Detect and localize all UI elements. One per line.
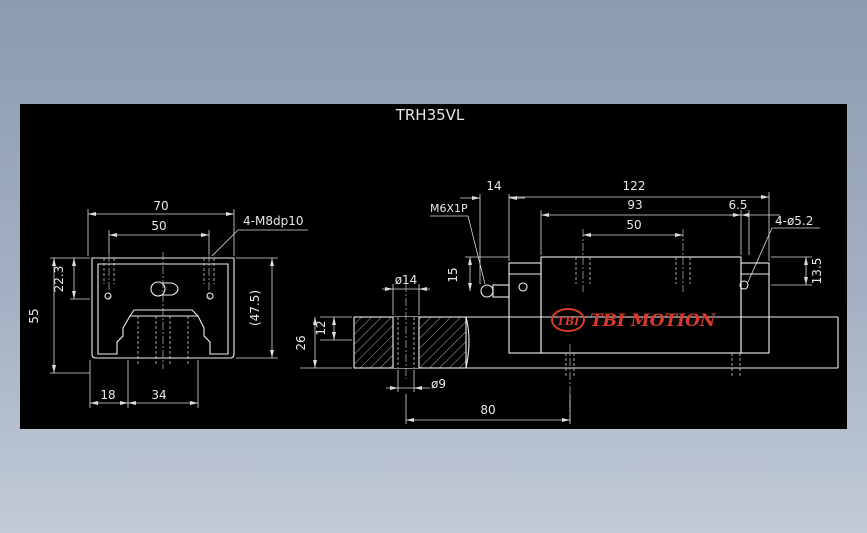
drawing-title: TRH35VL (395, 106, 465, 124)
dim-hole-spacing-side: 50 (626, 218, 641, 232)
dim-grease-height: 15 (446, 267, 460, 282)
grease-nipple-side (480, 284, 494, 298)
cad-drawing-canvas: TRH35VL 70 (20, 104, 847, 429)
front-screw-right (206, 292, 214, 300)
label-grease-thread: M6X1P (430, 202, 468, 215)
dim-grease-offset: 14 (486, 179, 501, 193)
dim-rail-height: 26 (294, 335, 308, 350)
label-end-hole: 4-ø5.2 (775, 214, 813, 228)
front-hidden-holes (103, 258, 215, 364)
label-thread: 4-M8dp10 (243, 214, 303, 228)
tbi-motion-text: TBI MOTION (590, 311, 717, 331)
dim-hole-dia: ø9 (431, 377, 446, 391)
end-hole-right (739, 280, 749, 290)
end-hole-left (518, 282, 528, 292)
end-seal-left (508, 262, 542, 354)
dim-offset-left: 18 (100, 388, 115, 402)
dim-hole-spacing-front: 50 (151, 219, 166, 233)
dim-cbore-dia: ø14 (395, 273, 418, 287)
side-hidden-holes (565, 257, 741, 376)
tbi-badge (551, 308, 585, 332)
front-screw-left (104, 292, 112, 300)
dim-hole-pitch: 80 (480, 403, 495, 417)
block-side-body (540, 256, 742, 354)
dim-height-ref: (47.5) (248, 290, 262, 326)
dim-height-upper: 22.3 (52, 266, 66, 293)
dim-width-total: 70 (153, 199, 168, 213)
drawing-svg: TRH35VL 70 (27, 106, 839, 424)
dim-end-offset: 6.5 (728, 198, 747, 212)
tbi-badge-text: TBI (557, 315, 580, 328)
front-view: 70 50 4-M8dp10 55 22.3 (47.5) (27, 199, 308, 408)
rail-front-profile (97, 263, 229, 355)
dim-body-length: 93 (627, 198, 642, 212)
grease-nipple-front (150, 281, 166, 297)
dim-block-length: 122 (623, 179, 646, 193)
dim-end-hole-height: 13.5 (810, 258, 824, 285)
dim-height-total: 55 (27, 308, 41, 323)
end-seal-right (740, 262, 770, 354)
tbi-motion-logo: TBI TBI MOTION (551, 308, 717, 332)
block-front-outline (91, 257, 235, 359)
dim-cbore-depth: 12 (314, 320, 328, 335)
side-view: TBI TBI MOTION 14 122 93 6.5 50 (294, 179, 839, 424)
dim-rail-width: 34 (151, 388, 166, 402)
